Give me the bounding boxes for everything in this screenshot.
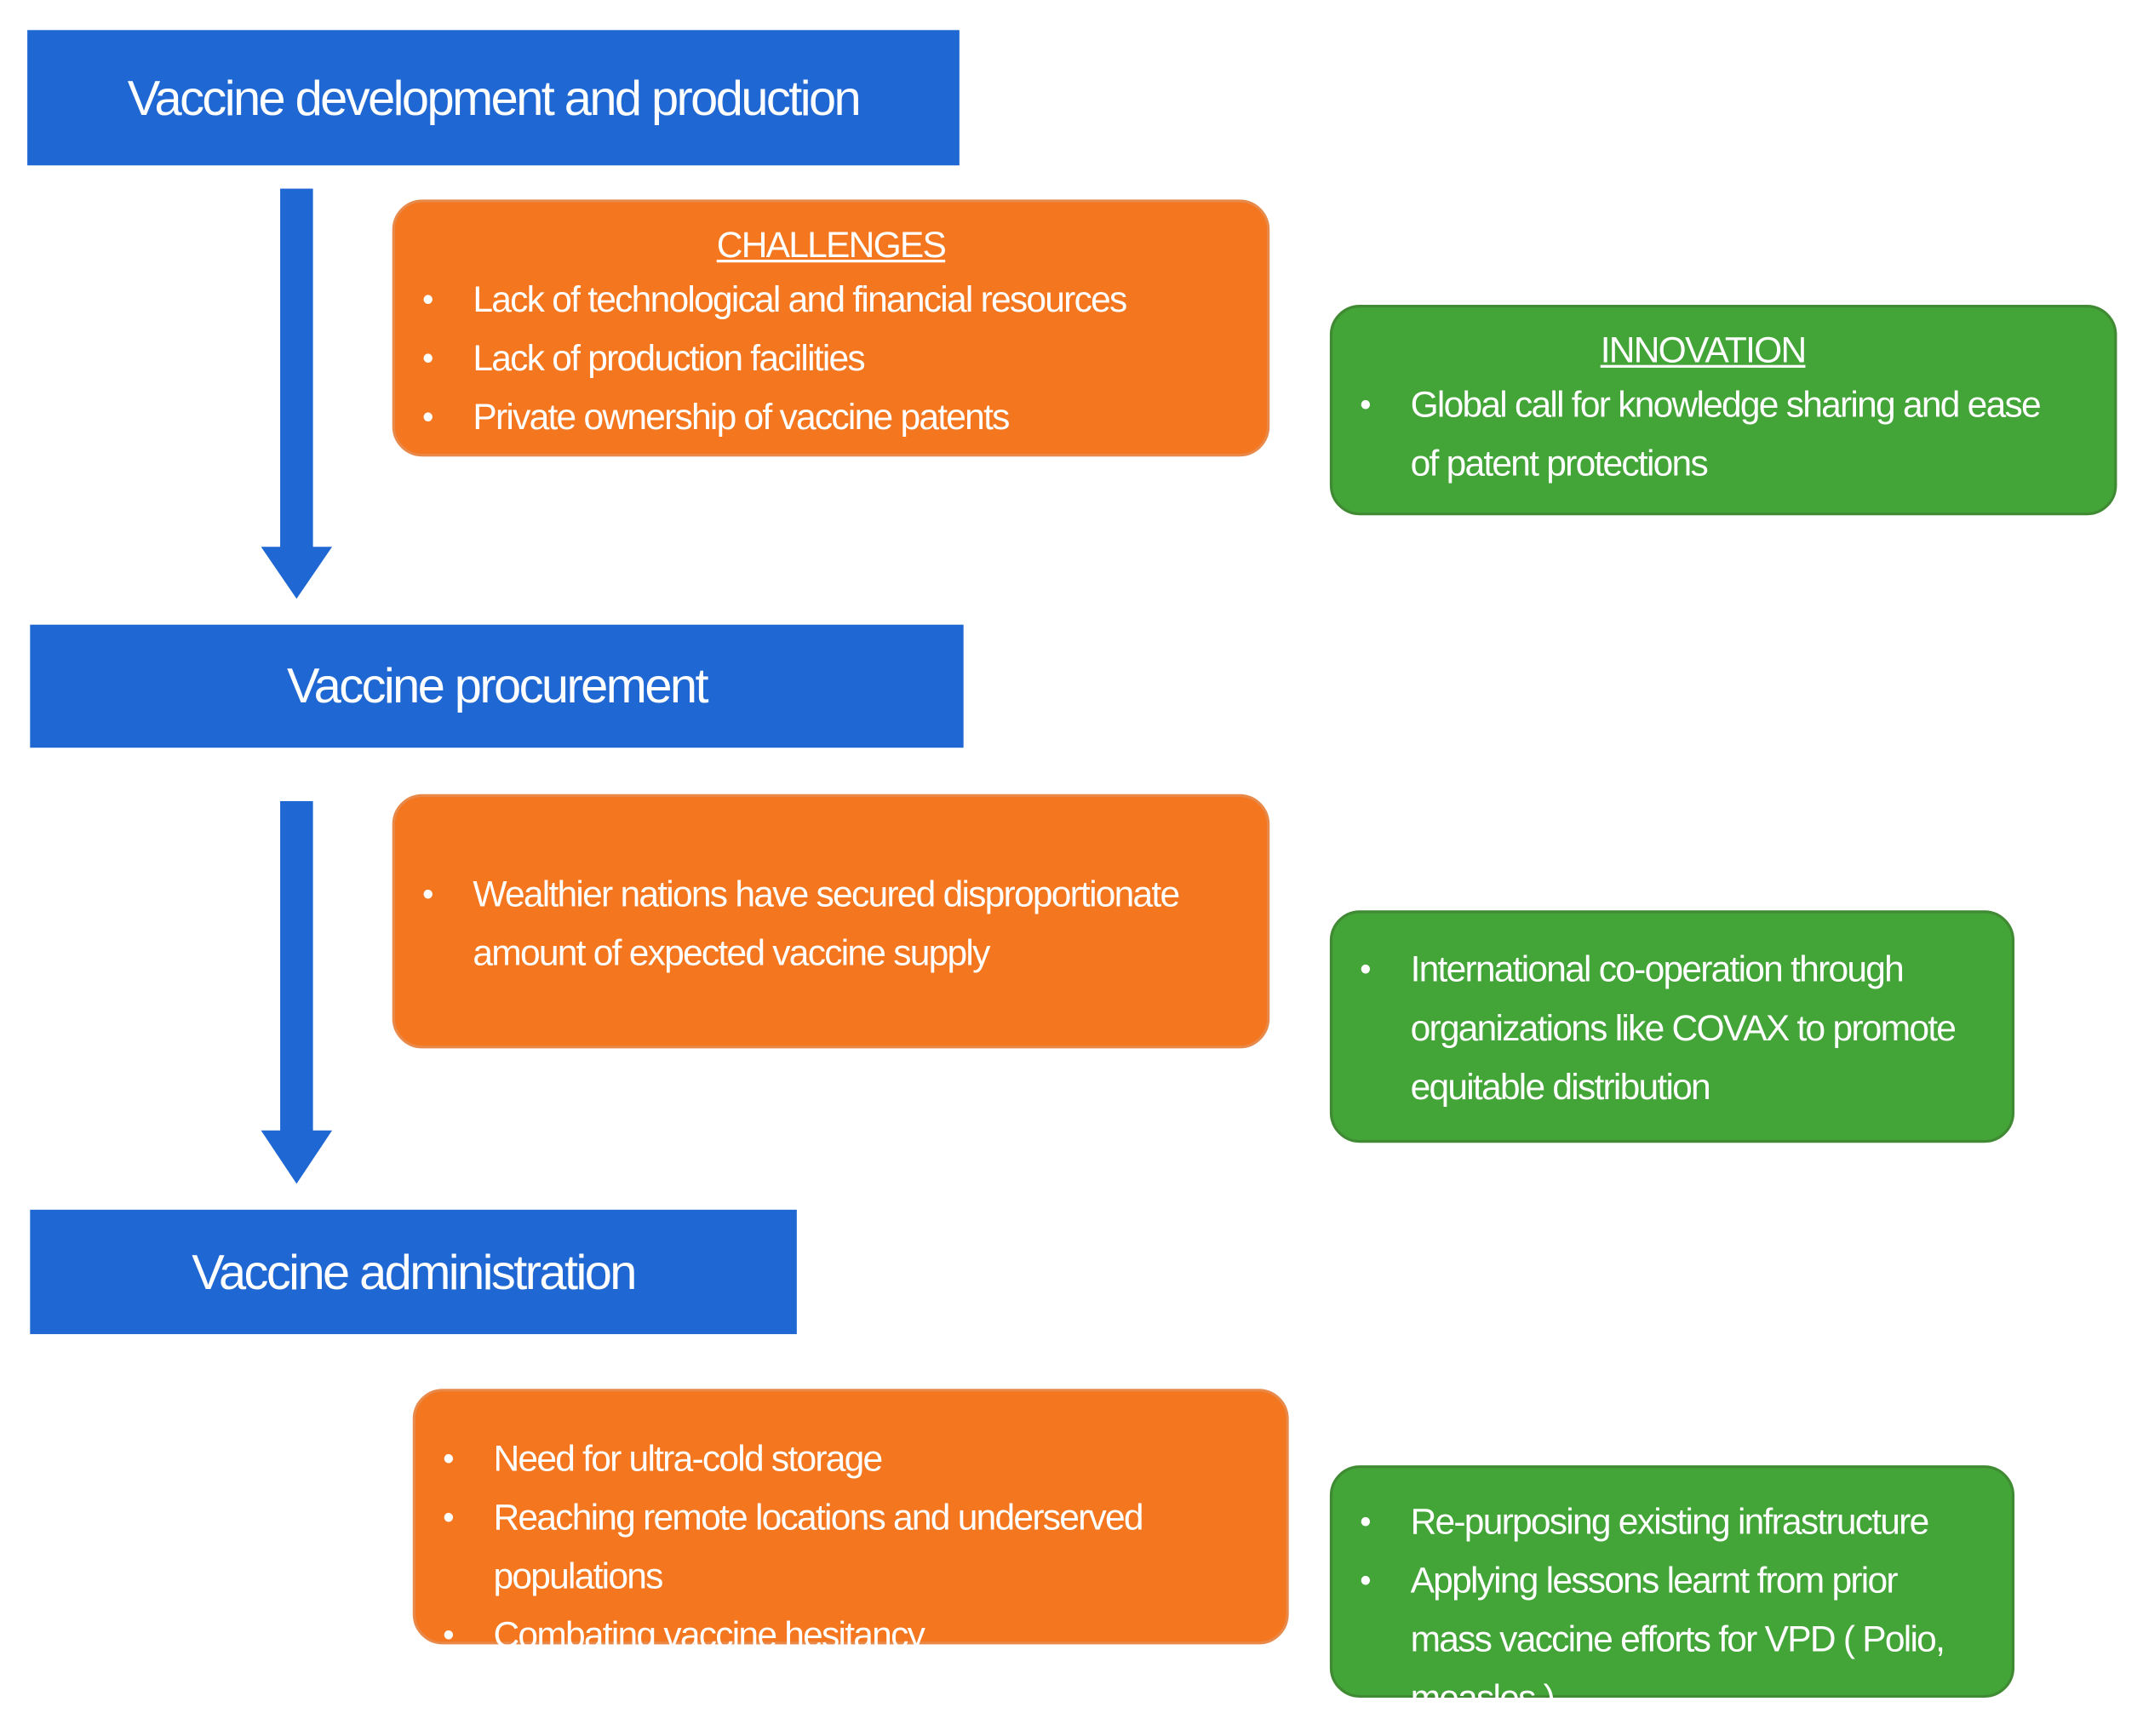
- bullet-icon: •: [443, 1617, 455, 1654]
- challenge-card-procurement: •Wealthier nations have secured dispropo…: [392, 794, 1270, 1049]
- challenges-heading: CHALLENGES: [716, 224, 947, 266]
- challenge-card-administration: •Need for ultra-cold storage •Reaching r…: [412, 1389, 1289, 1655]
- challenge-list-procurement: •Wealthier nations have secured dispropo…: [395, 865, 1240, 983]
- stage-label-procurement: Vaccine procurement: [286, 657, 709, 714]
- bullet-icon: •: [422, 398, 434, 437]
- bullet-icon: •: [1360, 387, 1372, 424]
- challenge-list-development: •Lack of technological and financial res…: [395, 271, 1267, 447]
- stage-box-development: Vaccine development and production: [27, 30, 960, 166]
- list-item: •Need for ultra-cold storage: [415, 1429, 1286, 1488]
- innovation-list-procurement: •International co-operation through orga…: [1332, 941, 1957, 1117]
- list-item: •Wealthier nations have secured dispropo…: [395, 865, 1240, 983]
- stage-box-administration: Vaccine administration: [30, 1209, 797, 1334]
- list-item: •Reaching remote locations and underserv…: [415, 1488, 1286, 1606]
- list-item: •International co-operation through orga…: [1332, 941, 1957, 1117]
- bullet-icon: •: [443, 1499, 455, 1537]
- innovation-heading: INNOVATION: [1600, 329, 1807, 371]
- stage-label-administration: Vaccine administration: [192, 1243, 637, 1300]
- down-arrow-2: [261, 800, 333, 1184]
- list-item: •Applying lessons learnt from prior mass…: [1332, 1551, 1971, 1727]
- innovation-card-procurement: •International co-operation through orga…: [1329, 910, 2015, 1143]
- bullet-icon: •: [443, 1441, 455, 1478]
- innovation-card-administration: •Re-purposing existing infrastructure •A…: [1329, 1465, 2015, 1718]
- stage-label-development: Vaccine development and production: [127, 69, 862, 125]
- bullet-icon: •: [422, 340, 434, 378]
- innovation-list-administration: •Re-purposing existing infrastructure •A…: [1332, 1493, 1971, 1727]
- innovation-list-development: •Global call for knowledge sharing and e…: [1332, 376, 2073, 494]
- list-item: •Private ownership of vaccine patents: [395, 388, 1267, 447]
- list-item: •Lack of production facilities: [395, 329, 1267, 388]
- bullet-icon: •: [1360, 1562, 1372, 1600]
- list-item: •Re-purposing existing infrastructure: [1332, 1493, 1971, 1551]
- list-item: •Lack of technological and financial res…: [395, 271, 1267, 329]
- bullet-icon: •: [1360, 1504, 1372, 1541]
- stage-box-procurement: Vaccine procurement: [30, 624, 964, 748]
- bullet-icon: •: [1360, 951, 1372, 988]
- down-arrow-1: [261, 188, 333, 599]
- challenge-list-administration: •Need for ultra-cold storage •Reaching r…: [415, 1429, 1286, 1664]
- list-item: •Global call for knowledge sharing and e…: [1332, 376, 2073, 494]
- bullet-icon: •: [422, 281, 434, 319]
- list-item: •Combating vaccine hesitancy: [415, 1606, 1286, 1664]
- bullet-icon: •: [422, 876, 434, 914]
- innovation-card-development: INNOVATION •Global call for knowledge sh…: [1329, 305, 2117, 516]
- challenge-card-development: CHALLENGES •Lack of technological and fi…: [392, 199, 1270, 457]
